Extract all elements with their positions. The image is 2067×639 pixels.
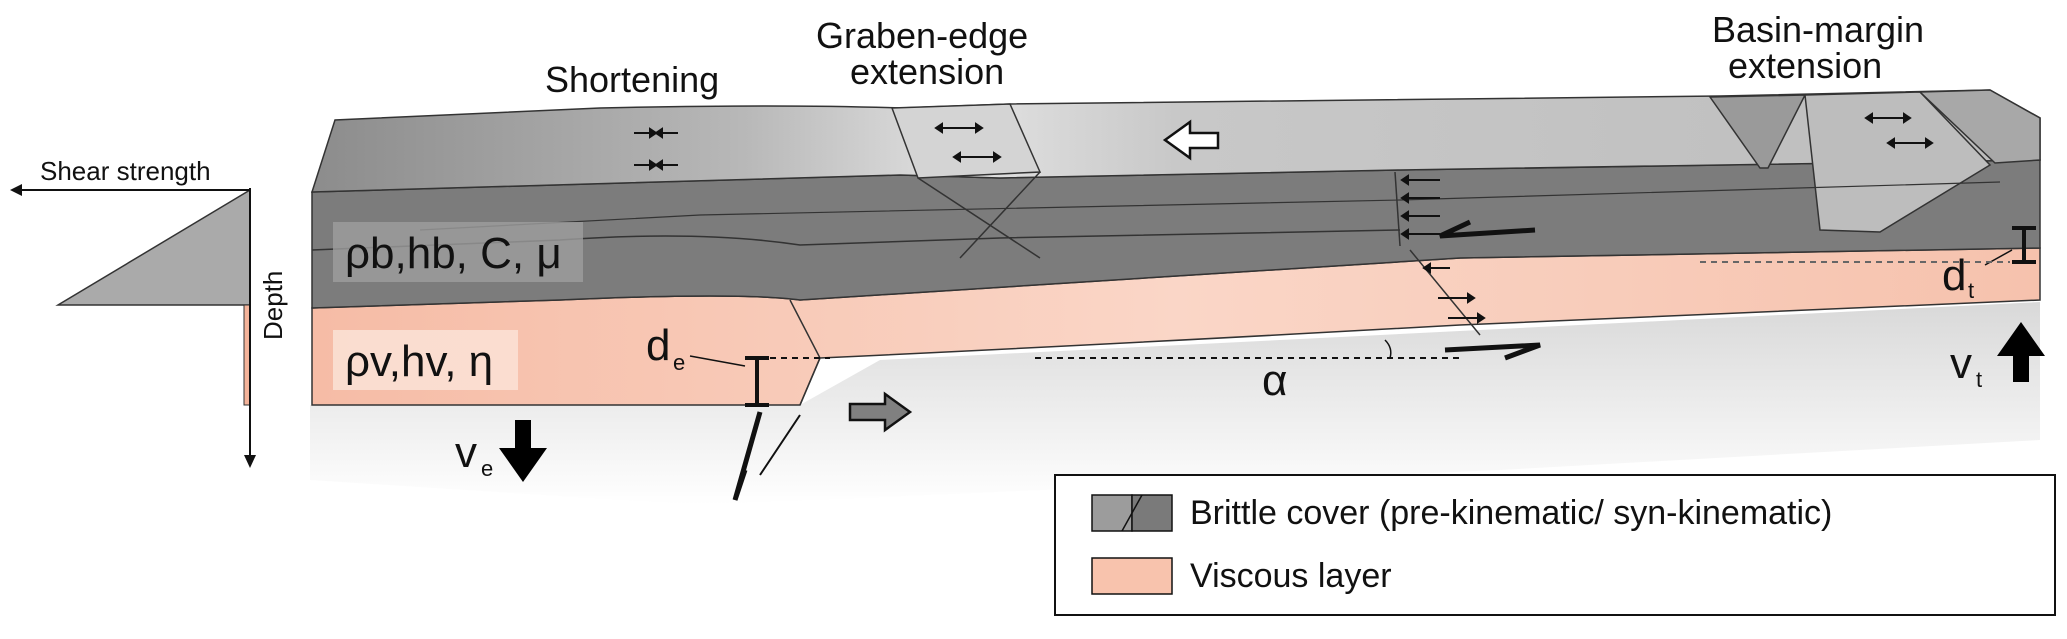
shear-strength-label: Shear strength xyxy=(40,156,211,186)
vt-label: v xyxy=(1950,339,1972,388)
basin-margin-label-1: Basin-margin xyxy=(1712,9,1924,50)
viscous-param-text: ρv,hv, η xyxy=(345,337,493,386)
graben-edge-label-2: extension xyxy=(850,51,1004,92)
dt-marker xyxy=(2012,226,2036,264)
basin-margin-block xyxy=(1804,91,1992,233)
de-marker xyxy=(745,356,769,407)
dt-sub: t xyxy=(1968,278,1974,303)
brittle-param-box xyxy=(333,222,583,282)
viscous-flow-arrow xyxy=(848,391,913,433)
shear-arrow-head xyxy=(10,184,22,196)
ve-down-arrow xyxy=(499,420,547,482)
brittle-boundary xyxy=(311,229,1401,251)
basin-margin-block-left xyxy=(1708,94,1807,169)
legend-viscous-label: Viscous layer xyxy=(1190,557,1392,595)
fault-slip-arrow xyxy=(732,411,763,501)
vt-up-arrow xyxy=(1997,322,2045,382)
graben-extension-arrows xyxy=(934,122,1002,163)
legend-brittle-swatch-1 xyxy=(1091,494,1133,532)
ve-label: v xyxy=(455,428,477,477)
basin-extension-arrows xyxy=(1864,112,1934,149)
basin-margin-block-right xyxy=(1918,89,2041,164)
dt-label: d xyxy=(1942,251,1966,300)
shear-zone xyxy=(1394,171,1401,247)
depth-arrow-head xyxy=(244,455,256,468)
de-leader xyxy=(689,355,746,367)
shortening-label: Shortening xyxy=(545,59,719,100)
ground-shadow xyxy=(310,302,2040,505)
shear-sense-lower xyxy=(1444,342,1541,361)
de-label: d xyxy=(646,321,670,370)
depth-label: Depth xyxy=(258,271,288,340)
basin-margin-label-2: extension xyxy=(1728,45,1882,86)
graben-fault-2 xyxy=(959,171,1041,259)
brittle-param-text: ρb,hb, C, μ xyxy=(345,229,562,278)
brittle-motion-arrow xyxy=(1162,119,1220,161)
graben-edge-label-1: Graben-edge xyxy=(816,15,1028,56)
viscous-param-box xyxy=(333,330,518,390)
fault-trace-lower xyxy=(759,414,801,476)
vt-sub: t xyxy=(1976,367,1982,392)
legend-box xyxy=(1054,474,2056,616)
de-sub: e xyxy=(673,350,685,375)
alpha-arc xyxy=(1384,339,1392,359)
legend-brittle-swatch-2 xyxy=(1131,494,1173,532)
legend-viscous-swatch xyxy=(1091,557,1173,595)
alpha-label: α xyxy=(1262,356,1287,405)
legend-brittle-label: Brittle cover (pre-kinematic/ syn-kinema… xyxy=(1190,494,1832,532)
viscous-shear-zone xyxy=(1409,249,1481,336)
graben-fault-1 xyxy=(917,177,1041,259)
legend-brittle-divider xyxy=(1121,494,1143,532)
shortening-arrows xyxy=(634,127,678,171)
shear-zone-arrows xyxy=(1400,174,1486,324)
ve-sub: e xyxy=(481,456,493,481)
shear-sense-upper xyxy=(1438,219,1536,239)
strength-profile xyxy=(55,188,251,306)
